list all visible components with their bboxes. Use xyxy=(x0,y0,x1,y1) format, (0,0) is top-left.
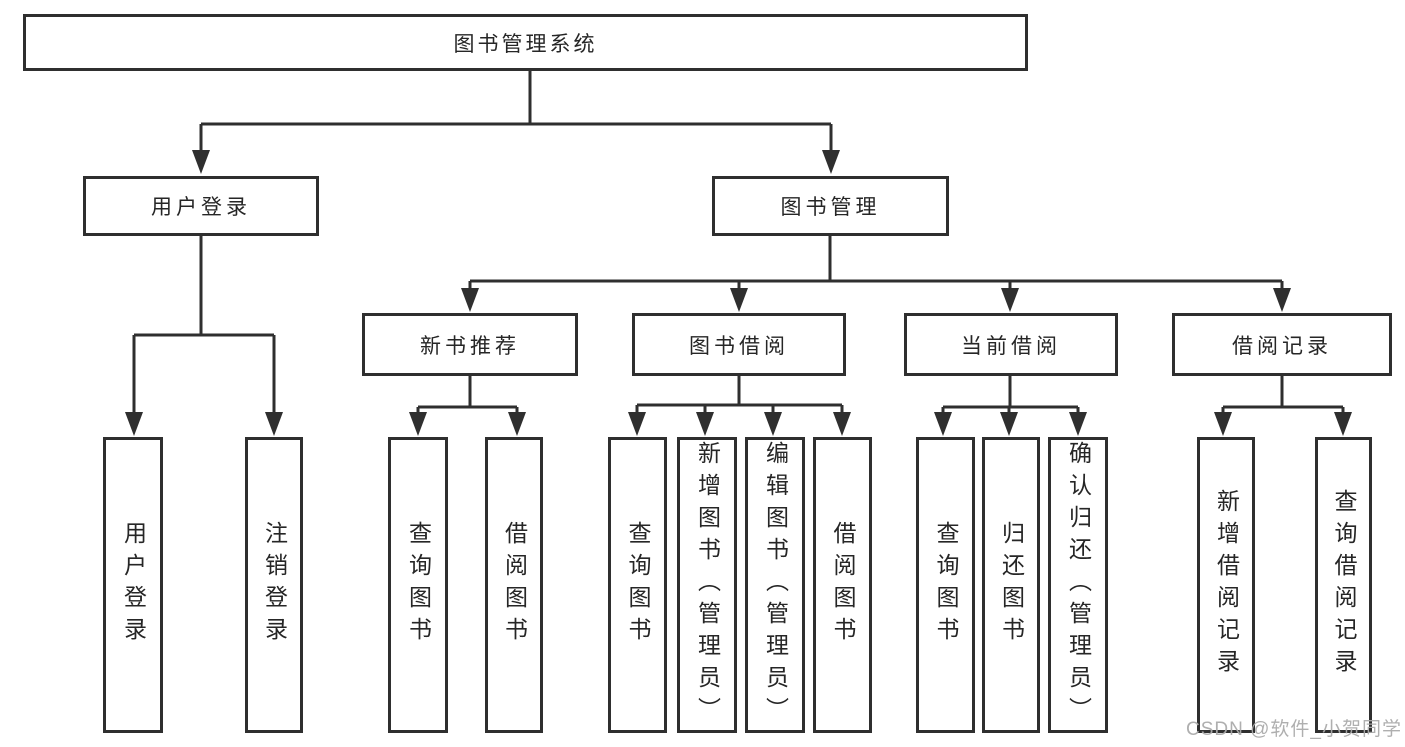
node-current-borrow: 当前借阅 xyxy=(904,313,1118,376)
node-root-system: 图书管理系统 xyxy=(23,14,1028,71)
leaf-user-login-label: 用户登录 xyxy=(120,521,147,649)
connector-lines xyxy=(132,71,1345,413)
leaf-query-books-current: 查询图书 xyxy=(916,437,975,733)
leaf-logout: 注销登录 xyxy=(245,437,303,733)
leaf-query-books-current-label: 查询图书 xyxy=(933,521,959,649)
leaf-confirm-return-admin: 确认归还（管理员） xyxy=(1048,437,1108,733)
leaf-borrow-books-recommend-label: 借阅图书 xyxy=(501,521,528,649)
node-user-login: 用户登录 xyxy=(83,176,319,236)
node-borrow-records: 借阅记录 xyxy=(1172,313,1392,376)
leaf-add-book-admin-label: 新增图书（管理员） xyxy=(694,441,721,729)
leaf-borrow-books: 借阅图书 xyxy=(813,437,872,733)
leaf-query-books-borrow: 查询图书 xyxy=(608,437,667,733)
node-book-management: 图书管理 xyxy=(712,176,949,236)
node-new-book-recommend-label: 新书推荐 xyxy=(420,334,520,358)
leaf-logout-label: 注销登录 xyxy=(261,521,288,649)
node-borrow-records-label: 借阅记录 xyxy=(1232,334,1332,358)
node-book-borrow: 图书借阅 xyxy=(632,313,846,376)
leaf-edit-book-admin-label: 编辑图书（管理员） xyxy=(762,441,789,729)
leaf-query-borrow-record: 查询借阅记录 xyxy=(1315,437,1372,733)
leaf-add-book-admin: 新增图书（管理员） xyxy=(677,437,737,733)
node-current-borrow-label: 当前借阅 xyxy=(961,334,1061,358)
node-user-login-label: 用户登录 xyxy=(151,196,251,219)
leaf-edit-book-admin: 编辑图书（管理员） xyxy=(745,437,805,733)
leaf-query-books-recommend-label: 查询图书 xyxy=(405,521,432,649)
leaf-return-book: 归还图书 xyxy=(982,437,1040,733)
node-book-management-label: 图书管理 xyxy=(780,196,881,219)
leaf-query-borrow-record-label: 查询借阅记录 xyxy=(1331,489,1357,681)
leaf-query-books-recommend: 查询图书 xyxy=(388,437,448,733)
leaf-add-borrow-record-label: 新增借阅记录 xyxy=(1213,489,1240,681)
leaf-query-books-borrow-label: 查询图书 xyxy=(625,521,651,649)
leaf-add-borrow-record: 新增借阅记录 xyxy=(1197,437,1255,733)
leaf-user-login: 用户登录 xyxy=(103,437,163,733)
node-root-label: 图书管理系统 xyxy=(453,32,598,56)
csdn-watermark: CSDN @软件_小贺同学 xyxy=(1186,719,1402,740)
leaf-return-book-label: 归还图书 xyxy=(998,521,1025,649)
node-new-book-recommend: 新书推荐 xyxy=(362,313,578,376)
leaf-confirm-return-admin-label: 确认归还（管理员） xyxy=(1065,441,1092,729)
arrowheads xyxy=(125,150,1352,436)
node-book-borrow-label: 图书借阅 xyxy=(689,334,789,358)
leaf-borrow-books-label: 借阅图书 xyxy=(830,521,856,649)
leaf-borrow-books-recommend: 借阅图书 xyxy=(485,437,543,733)
